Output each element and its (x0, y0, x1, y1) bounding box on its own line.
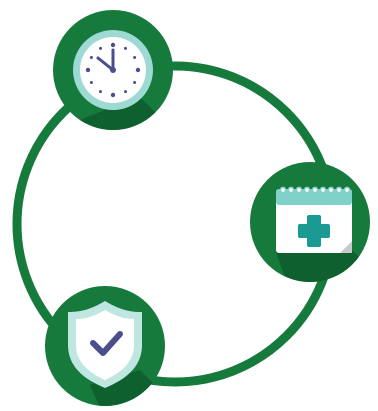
medical-calendar-icon (276, 186, 352, 253)
shield-check-icon (68, 301, 142, 388)
node-schedule (250, 162, 370, 282)
node-time (53, 10, 173, 130)
node-protection (45, 286, 165, 406)
medical-cross-icon (298, 215, 330, 247)
clock-icon (73, 30, 153, 110)
check-icon (90, 331, 123, 356)
node-schedule-shadow (276, 250, 370, 282)
node-time-shadow (80, 92, 173, 130)
